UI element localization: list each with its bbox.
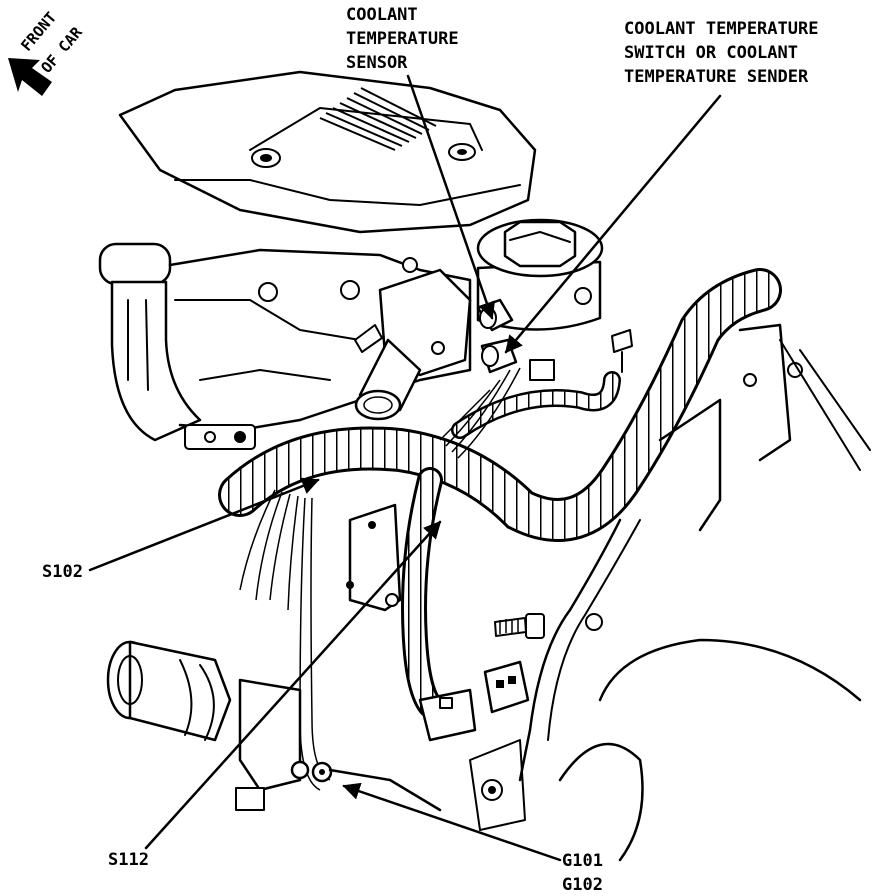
coolant-temperature-switch: [480, 338, 555, 381]
sensor-label-line1: COOLANT: [346, 5, 418, 25]
air-pipe: [98, 242, 202, 442]
wiring-harness: [218, 268, 782, 718]
label-s102: S102: [42, 562, 83, 582]
loose-bolt: [494, 613, 545, 639]
switch-label-line1: COOLANT TEMPERATURE: [624, 19, 818, 39]
sensor-label-line3: SENSOR: [346, 53, 408, 73]
sensor-label-line2: TEMPERATURE: [346, 29, 459, 49]
front-of-car-indicator: FRONT OF CAR: [8, 8, 87, 96]
lower-coolant-hose: [106, 640, 302, 811]
thermostat-housing: [258, 257, 472, 421]
label-coolant-temperature-switch: COOLANT TEMPERATURE SWITCH OR COOLANT TE…: [624, 19, 818, 87]
switch-label-line3: TEMPERATURE SENDER: [624, 67, 809, 87]
intake-plenum: [118, 70, 537, 234]
callout-leaders: [88, 74, 722, 862]
label-g101: G101: [562, 851, 603, 871]
harness-connector: [418, 660, 530, 742]
label-s112: S112: [108, 850, 149, 870]
mounting-bolt: [611, 329, 633, 373]
ground-lugs: [290, 760, 442, 812]
engine-bracket: [346, 323, 871, 862]
switch-label-line2: SWITCH OR COOLANT: [624, 43, 798, 63]
front-arrow-icon: [8, 58, 52, 96]
manifold: [168, 248, 472, 450]
label-coolant-temperature-sensor: COOLANT TEMPERATURE SENSOR: [346, 5, 459, 73]
label-g102: G102: [562, 875, 603, 895]
